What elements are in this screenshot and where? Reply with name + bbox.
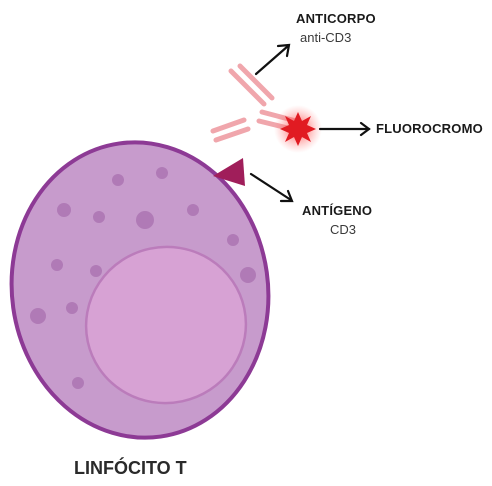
antibody-label: ANTICORPO <box>296 11 376 26</box>
cell-label: LINFÓCITO T <box>74 458 187 479</box>
antigen-label: ANTÍGENO <box>302 203 372 218</box>
fluorochrome-label: FLUOROCROMO <box>376 121 483 136</box>
arrow-to-antigen <box>251 174 292 201</box>
antibody-sublabel: anti-CD3 <box>300 30 351 45</box>
fluorochrome-marker <box>274 105 322 153</box>
arrow-to-fluorochrome <box>320 123 369 135</box>
arrow-to-antibody <box>256 45 289 74</box>
antigen-sublabel: CD3 <box>330 222 356 237</box>
